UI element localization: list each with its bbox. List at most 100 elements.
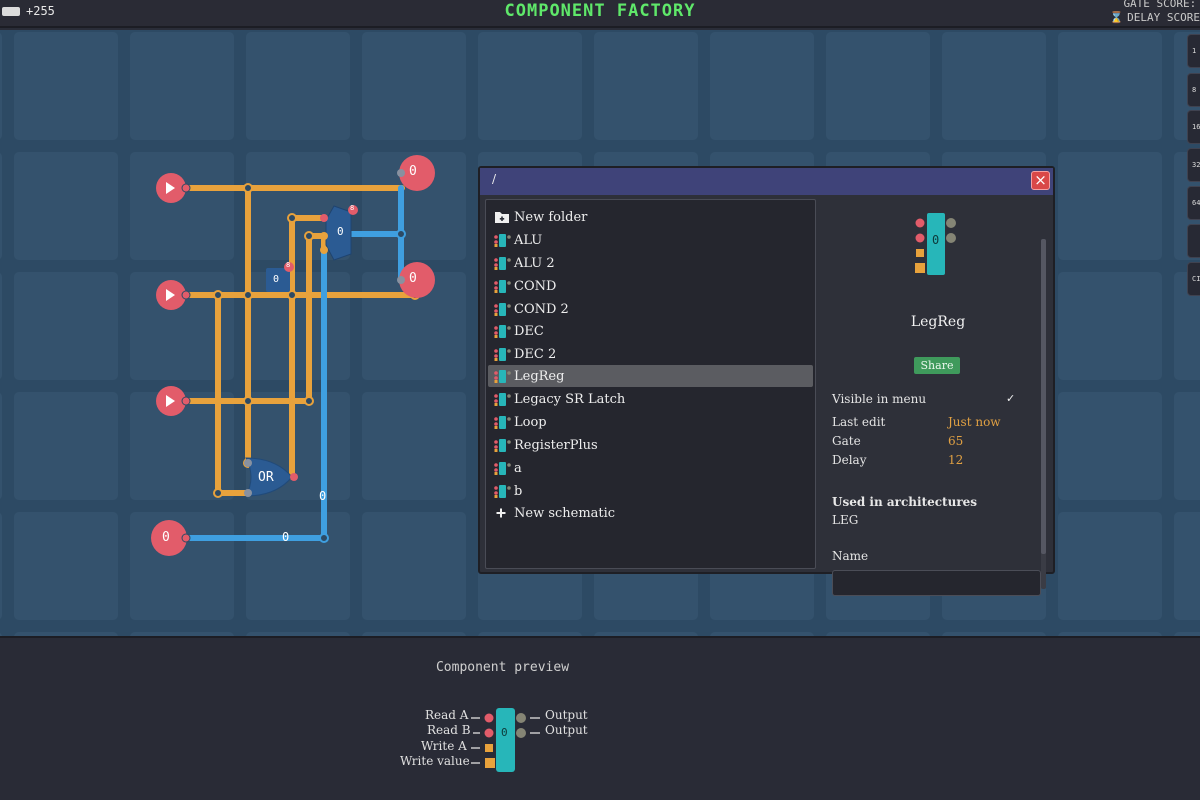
list-item-label: New folder: [514, 209, 588, 225]
page-title: COMPONENT FACTORY: [504, 1, 696, 21]
wire-junction: [243, 290, 253, 300]
list-item-new-schematic[interactable]: New schematic: [488, 502, 813, 524]
list-item-schematic[interactable]: DEC: [488, 320, 813, 342]
list-item-schematic[interactable]: b: [488, 480, 813, 502]
gate-score-label: GATE SCORE:: [1123, 0, 1197, 10]
delay-label: Delay: [832, 453, 867, 467]
output-pin-1[interactable]: [397, 155, 435, 191]
gate-label: Gate: [832, 434, 861, 448]
input-pin-4[interactable]: [151, 520, 191, 556]
component-icon-large: [915, 213, 956, 275]
schematic-icon: [492, 368, 512, 384]
list-item-schematic[interactable]: COND 2: [488, 298, 813, 320]
component-name: LegReg: [910, 314, 966, 330]
side-button-8[interactable]: 8: [1187, 73, 1200, 107]
side-button-ci[interactable]: CI: [1187, 262, 1200, 296]
preview-input-label: Write A: [421, 739, 467, 753]
coin-value: +255: [26, 4, 55, 18]
wire-junction: [213, 290, 223, 300]
top-bar: +255 COMPONENT FACTORY GATE SCORE: ⌛DELA…: [0, 0, 1200, 28]
or-gate[interactable]: [244, 457, 298, 497]
preview-output-label: Output: [545, 708, 588, 722]
list-item-label: LegReg: [514, 368, 565, 384]
schematic-icon: [492, 255, 512, 271]
wire-junction: [287, 213, 297, 223]
list-item-label: COND: [514, 278, 557, 294]
preview-input-label: Read B: [427, 723, 471, 737]
gate-value: 65: [948, 434, 964, 448]
register-component[interactable]: [320, 205, 358, 261]
visible-in-menu-checkbox[interactable]: ✓: [1006, 392, 1016, 405]
list-item-schematic-selected[interactable]: LegReg: [488, 365, 813, 387]
schematic-icon: [492, 278, 512, 294]
list-item-schematic[interactable]: ALU: [488, 229, 813, 251]
list-item-label: DEC: [514, 323, 544, 339]
list-item-schematic[interactable]: Loop: [488, 411, 813, 433]
output-pin-2[interactable]: [397, 262, 435, 298]
wire-junction: [243, 183, 253, 193]
schematic-list: New folder ALU ALU 2 COND COND 2 DEC DEC…: [485, 199, 816, 569]
small-component-value: 0: [273, 274, 280, 285]
list-item-new-folder[interactable]: New folder: [488, 206, 813, 228]
delay-value: 12: [948, 453, 964, 467]
preview-input-label: Write value: [400, 754, 470, 768]
share-button[interactable]: Share: [914, 357, 960, 374]
close-button[interactable]: ×: [1031, 171, 1050, 190]
name-input[interactable]: [832, 570, 1041, 596]
schematic-icon: [492, 301, 512, 317]
list-item-schematic[interactable]: ALU 2: [488, 252, 813, 274]
register-value: 0: [337, 225, 344, 238]
list-item-schematic[interactable]: a: [488, 457, 813, 479]
output-value-1: 0: [409, 164, 417, 179]
list-item-schematic[interactable]: RegisterPlus: [488, 434, 813, 456]
side-button-1[interactable]: 1: [1187, 34, 1200, 68]
preview-input-label: Read A: [425, 708, 469, 722]
list-item-schematic[interactable]: DEC 2: [488, 343, 813, 365]
wire-junction: [396, 229, 406, 239]
list-item-label: b: [514, 483, 523, 499]
preview-output-label: Output: [545, 723, 588, 737]
coin-counter: +255: [2, 4, 55, 18]
wire-junction: [213, 488, 223, 498]
list-item-label: DEC 2: [514, 346, 557, 362]
small-component[interactable]: [266, 262, 294, 292]
last-edit-value: Just now: [948, 415, 1001, 429]
details-scrollbar[interactable]: [1041, 239, 1046, 589]
name-label: Name: [832, 549, 869, 563]
list-item-label: Legacy SR Latch: [514, 391, 626, 407]
plus-icon: [492, 505, 512, 521]
component-value: 0: [932, 233, 940, 247]
input-pin-2[interactable]: [156, 280, 191, 310]
list-item-label: ALU 2: [514, 255, 555, 271]
schematic-icon: [492, 232, 512, 248]
hourglass-icon: ⌛: [1109, 11, 1124, 24]
side-button-64[interactable]: 64: [1187, 186, 1200, 220]
list-item-label: ALU: [514, 232, 543, 248]
schematic-icon: [492, 460, 512, 476]
list-item-schematic[interactable]: COND: [488, 275, 813, 297]
list-item-label: Loop: [514, 414, 547, 430]
schematic-icon: [492, 483, 512, 499]
input-pin-3[interactable]: [156, 386, 191, 416]
used-in-architectures-title: Used in architectures: [832, 495, 978, 509]
coin-icon: [2, 6, 20, 16]
wire-junction: [287, 290, 297, 300]
list-item-schematic[interactable]: Legacy SR Latch: [488, 388, 813, 410]
dialog-header: / ×: [480, 168, 1053, 195]
schematic-icon: [492, 346, 512, 362]
scrollbar-thumb[interactable]: [1041, 239, 1046, 554]
bit-width-badge: 8: [350, 204, 355, 212]
output-value-2: 0: [409, 271, 417, 286]
side-button-blank[interactable]: [1187, 224, 1200, 258]
side-button-32[interactable]: 32: [1187, 148, 1200, 182]
or-gate-label: OR: [258, 470, 274, 485]
wire-junction: [243, 396, 253, 406]
schematic-icon: [492, 323, 512, 339]
schematic-browser-dialog: / × New folder ALU ALU 2 COND COND 2 DEC: [478, 166, 1055, 596]
input-pin-1[interactable]: [156, 173, 191, 203]
schematic-icon: [492, 391, 512, 407]
side-button-16[interactable]: 16: [1187, 110, 1200, 144]
used-in-architectures-value: LEG: [832, 513, 859, 527]
component-details: 0 LegReg Share Visible in menu ✓ Last ed…: [820, 199, 1050, 596]
list-item-label: COND 2: [514, 301, 569, 317]
